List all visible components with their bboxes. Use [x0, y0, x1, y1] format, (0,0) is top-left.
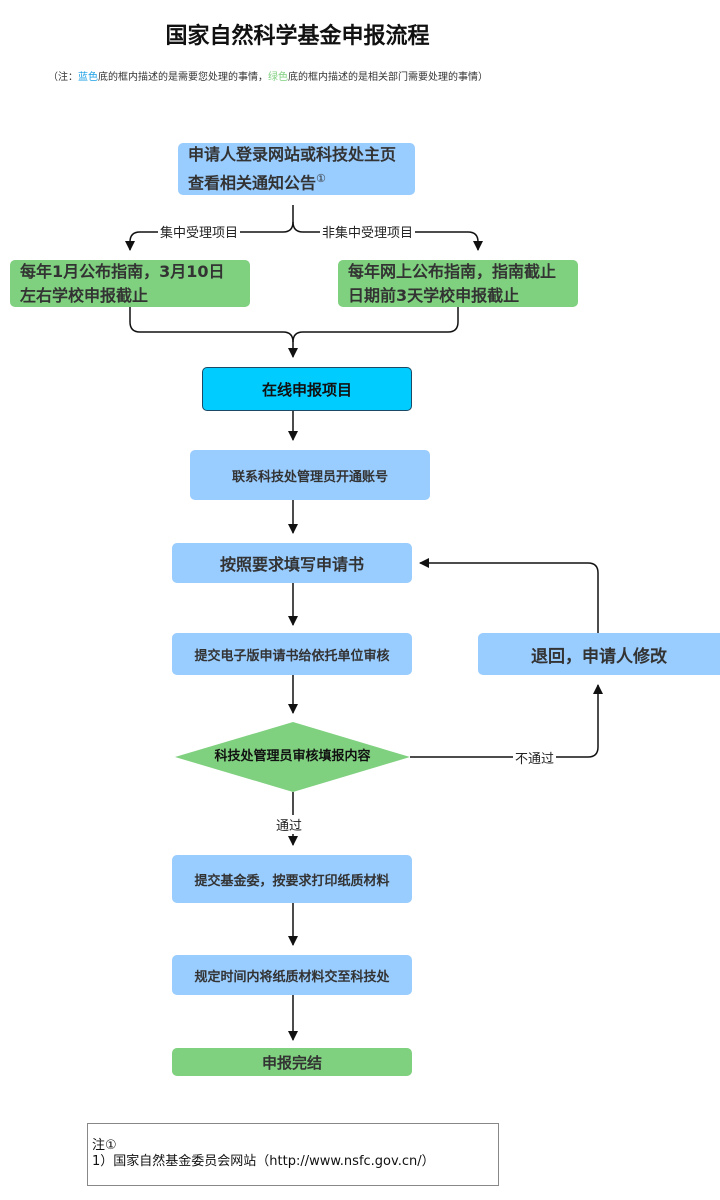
node-returned: 退回，申请人修改 — [478, 633, 720, 675]
branch-merge — [129, 307, 298, 358]
node-submit-fund: 提交基金委，按要求打印纸质材料 — [172, 855, 412, 903]
legend-blue-text: 底的框内描述的是需要您处理的事情， — [98, 72, 268, 83]
legend-green-word: 绿色 — [268, 72, 288, 83]
node-account: 联系科技处管理员开通账号 — [190, 450, 430, 500]
node-start-text: 申请人登录网站或科技处主页查看相关通知公告 — [188, 144, 397, 193]
fail-edge — [410, 684, 603, 758]
node-submit-electronic: 提交电子版申请书给依托单位审核 — [172, 633, 412, 675]
node-done: 申报完结 — [172, 1048, 412, 1076]
edge-label-fail: 不通过 — [513, 748, 557, 767]
color-legend-note: （注：蓝色底的框内描述的是需要您处理的事情，绿色底的框内描述的是相关部门需要处理… — [48, 68, 488, 83]
node-fill: 按照要求填写申请书 — [172, 543, 412, 583]
review-diamond-shape — [175, 722, 410, 792]
node-start: 申请人登录网站或科技处主页查看相关通知公告① — [178, 143, 415, 195]
legend-prefix: （注： — [48, 72, 78, 83]
footnote-line: 1）国家自然基金委员会网站（http://www.nsfc.gov.cn/） — [92, 1154, 435, 1169]
node-online: 在线申报项目 — [202, 367, 412, 411]
return-loop — [419, 558, 599, 633]
node-non-centralized: 每年网上公布指南，指南截止日期前3天学校申报截止 — [338, 260, 578, 307]
node-paper: 规定时间内将纸质材料交至科技处 — [172, 955, 412, 995]
page-title: 国家自然科学基金申报流程 — [165, 24, 430, 49]
legend-green-text: 底的框内描述的是相关部门需要处理的事情） — [288, 72, 488, 83]
edge-label-centralized: 集中受理项目 — [158, 222, 241, 241]
node-centralized: 每年1月公布指南，3月10日左右学校申报截止 — [10, 260, 250, 307]
node-review: 科技处管理员审核填报内容 — [214, 749, 371, 764]
legend-blue-word: 蓝色 — [78, 72, 98, 83]
footnote-ref: ① — [316, 171, 326, 185]
edge-label-pass: 通过 — [274, 815, 305, 834]
footnote-heading: 注① — [92, 1138, 117, 1153]
footnote-box: 注① 1）国家自然基金委员会网站（http://www.nsfc.gov.cn/… — [87, 1123, 499, 1186]
edge-label-non-centralized: 非集中受理项目 — [320, 222, 416, 241]
